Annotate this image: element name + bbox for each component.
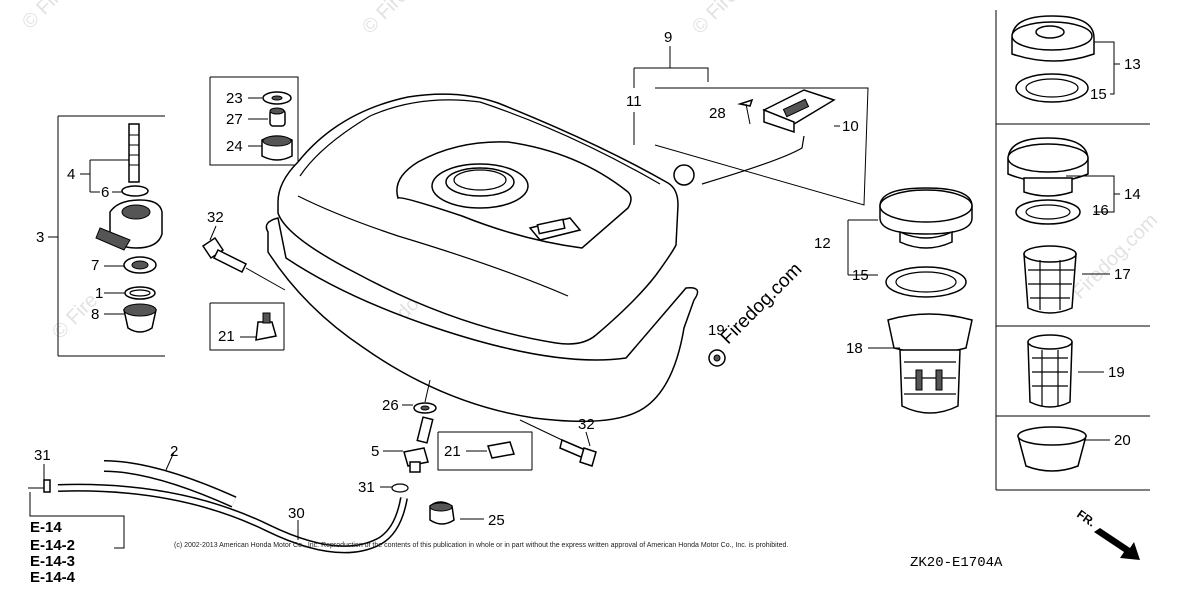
watermark-site: Firedog.com bbox=[717, 259, 807, 349]
callout-24: 24 bbox=[226, 138, 243, 155]
ref-e-14-3: E-14-3 bbox=[30, 553, 75, 570]
callout-16: 16 bbox=[1092, 202, 1109, 219]
callout-20: 20 bbox=[1114, 432, 1131, 449]
watermark-corner-3: © Fire bbox=[688, 0, 742, 39]
callout-21-center: 21 bbox=[444, 443, 461, 460]
front-label: FR. bbox=[1074, 507, 1098, 530]
callout-13: 13 bbox=[1124, 56, 1141, 73]
fuel-strainer-18 bbox=[887, 313, 973, 354]
callout-9: 9 bbox=[664, 29, 672, 46]
callout-17: 17 bbox=[1114, 266, 1131, 283]
ref-e-14: E-14 bbox=[30, 519, 62, 536]
callout-25: 25 bbox=[488, 512, 505, 529]
copyright-notice: (c) 2002-2013 American Honda Motor Co., … bbox=[174, 542, 788, 549]
fuel-hoses bbox=[28, 451, 408, 554]
callout-7: 7 bbox=[91, 257, 99, 274]
callout-19-right: 19 bbox=[1108, 364, 1125, 381]
o-ring-6 bbox=[121, 185, 149, 197]
parts-box-23-27-24 bbox=[209, 76, 299, 166]
callout-1: 1 bbox=[95, 285, 103, 302]
callout-labels: 1 2 3 4 5 6 7 8 9 10 11 12 13 14 15 15 1… bbox=[34, 29, 1141, 529]
cap-gasket-15-top bbox=[1015, 73, 1089, 103]
callout-15-center: 15 bbox=[852, 267, 869, 284]
callout-3: 3 bbox=[36, 229, 44, 246]
front-arrow-icon bbox=[1094, 528, 1140, 560]
watermark-corner-2: © Fire bbox=[358, 0, 412, 39]
valve-lever-screw bbox=[128, 123, 140, 183]
flange-bolt-32-right bbox=[519, 419, 597, 467]
watermark-site-faint: Firedog.com bbox=[1068, 209, 1162, 303]
callout-27: 27 bbox=[226, 111, 243, 128]
callout-31-center: 31 bbox=[358, 479, 375, 496]
fuel-gauge-group bbox=[633, 46, 869, 206]
callout-8: 8 bbox=[91, 306, 99, 323]
flange-bolt-32-left bbox=[201, 225, 286, 291]
callout-26: 26 bbox=[382, 397, 399, 414]
callout-31-left: 31 bbox=[34, 447, 51, 464]
callout-6: 6 bbox=[101, 184, 109, 201]
front-direction-arrow: FR. bbox=[1074, 507, 1140, 560]
ref-e-14-4: E-14-4 bbox=[30, 569, 76, 586]
callout-4: 4 bbox=[67, 166, 75, 183]
callout-15-top: 15 bbox=[1090, 86, 1107, 103]
callout-32-right: 32 bbox=[578, 416, 595, 433]
section-references: E-14 E-14-2 E-14-3 E-14-4 bbox=[30, 519, 76, 586]
callout-18: 18 bbox=[846, 340, 863, 357]
callout-30: 30 bbox=[288, 505, 305, 522]
callout-12: 12 bbox=[814, 235, 831, 252]
callout-14: 14 bbox=[1124, 186, 1141, 203]
parts-box-21-left bbox=[209, 302, 285, 351]
diagram-code: ZK20-E1704A bbox=[910, 555, 1003, 571]
ref-e-14-2: E-14-2 bbox=[30, 537, 75, 554]
callout-19-tank: 19 bbox=[708, 322, 725, 339]
callout-11: 11 bbox=[626, 93, 642, 110]
callout-32-left: 32 bbox=[207, 209, 224, 226]
grommet-25 bbox=[429, 501, 484, 525]
right-parts-column bbox=[995, 10, 1150, 491]
watermark-corner-1: © Fire bbox=[18, 0, 72, 34]
callout-5: 5 bbox=[371, 443, 379, 460]
callout-10: 10 bbox=[842, 118, 859, 135]
callout-23: 23 bbox=[226, 90, 243, 107]
float-ball bbox=[673, 164, 695, 186]
cap-gasket-16 bbox=[1015, 199, 1081, 225]
fuel-valve-group bbox=[48, 115, 165, 357]
lower-valve-group bbox=[380, 379, 437, 493]
tank-lower-shell bbox=[265, 217, 699, 423]
center-cap-strainer-group bbox=[847, 187, 973, 414]
fuel-tank bbox=[265, 93, 726, 423]
callout-28: 28 bbox=[709, 105, 726, 122]
callout-21-left: 21 bbox=[218, 328, 235, 345]
callout-2: 2 bbox=[170, 443, 178, 460]
parts-box-21-center bbox=[437, 431, 533, 471]
